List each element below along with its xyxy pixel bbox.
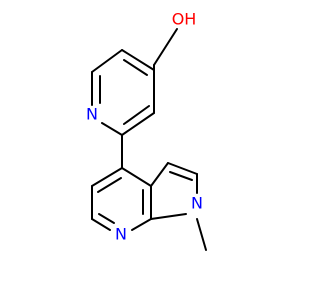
molecule-canvas: OH N N N (86, 10, 207, 251)
bond-pyrrole-n1-c7a (150, 213, 187, 220)
bond-ch2-oh (153, 28, 178, 66)
bond-pyr-c3-c2-double (123, 105, 150, 125)
bond-pyr-c3-c2 (121, 112, 155, 136)
bond-pyr-c6-c5 (91, 49, 123, 73)
bond-aza-n7-c7a (131, 218, 152, 231)
bond-pyr-c5-c4-double (123, 59, 148, 76)
bond-aza-c4-c5 (91, 167, 123, 187)
azaindole-n7-label: N (115, 225, 127, 244)
hydroxyl-label: OH (172, 10, 197, 29)
bond-aza-c6-n7-double (98, 213, 115, 224)
molecule-structure: OH N N N (86, 10, 207, 251)
bond-aza-c3a-c4 (121, 167, 152, 187)
bond-pyr-c5-c4 (121, 49, 155, 71)
bond-pyr-c2-n (101, 122, 123, 136)
bond-pyrrole-c3-c2 (167, 162, 198, 175)
pyridine-nitrogen-label: N (86, 105, 98, 124)
bond-pyrrole-c3-c2-double (169, 171, 193, 181)
bond-n1-methyl (196, 218, 207, 251)
bond-aza-c4-c5-double (97, 177, 122, 193)
bond-aza-c6-n7 (91, 218, 111, 231)
bond-pyrrole-c3a-c3 (150, 162, 169, 187)
azaindole-n1-label: N (191, 194, 203, 213)
